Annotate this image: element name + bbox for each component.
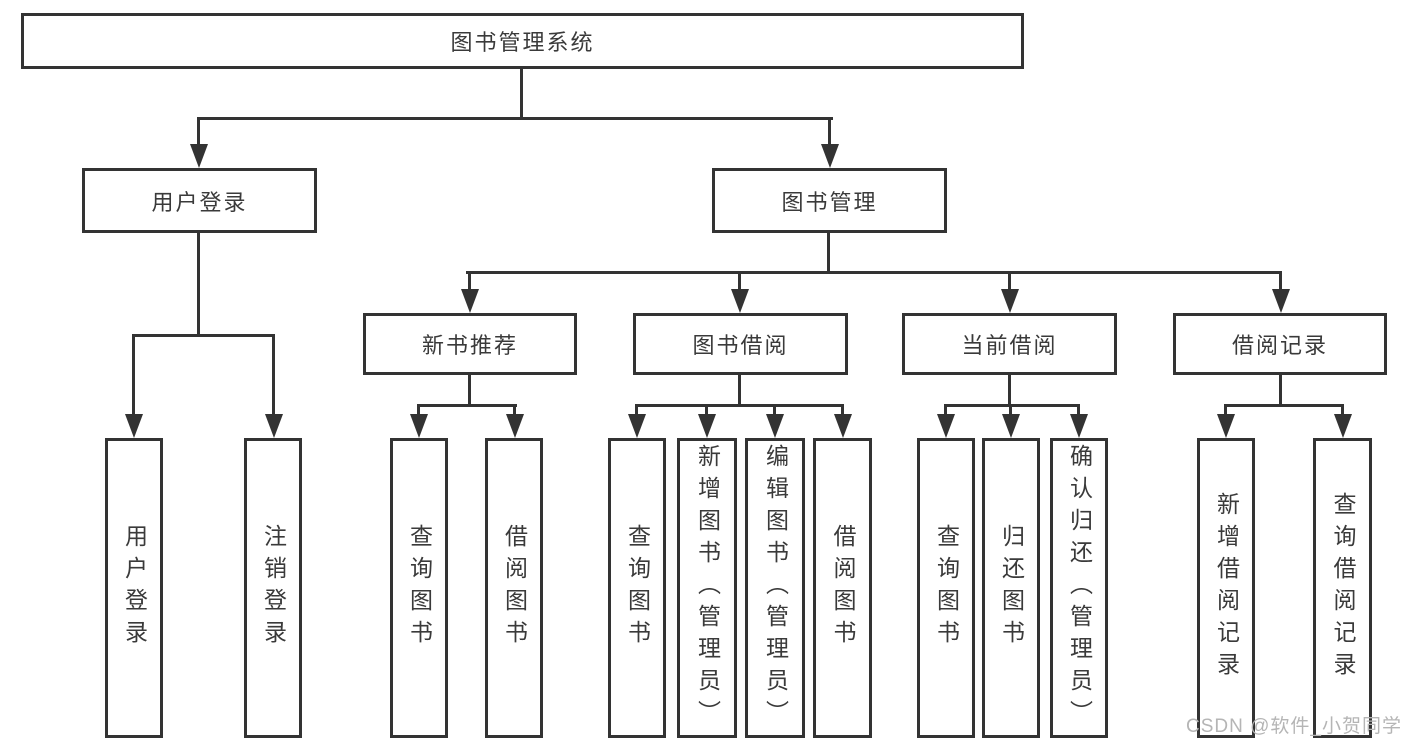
leaf-logout-label: 注销登录 — [260, 524, 287, 652]
connector-drop-leaf — [773, 404, 776, 416]
connector-drop-logout-leaf — [272, 334, 275, 416]
connector-drop-leaf — [513, 404, 516, 416]
connector-drop-leaf — [841, 404, 844, 416]
leaf-current-query-label: 查询图书 — [933, 524, 960, 652]
leaf-newbook-query: 查询图书 — [390, 438, 448, 738]
node-book-borrow-label: 图书借阅 — [692, 333, 789, 358]
arrow-down-icon — [1272, 289, 1290, 313]
connector-drop-user-login — [197, 117, 200, 147]
connector-drop-leaf — [417, 404, 420, 416]
connector-drop-leaf — [635, 404, 638, 416]
connector-current-borrow-stem — [1008, 375, 1011, 407]
arrow-down-icon — [461, 289, 479, 313]
arrow-down-icon — [731, 289, 749, 313]
connector-current-borrow-bus — [944, 404, 1080, 407]
node-user-login: 用户登录 — [82, 168, 317, 233]
leaf-newbook-borrow: 借阅图书 — [485, 438, 543, 738]
node-root-label: 图书管理系统 — [450, 30, 595, 55]
connector-drop-leaf — [944, 404, 947, 416]
leaf-newbook-query-label: 查询图书 — [406, 524, 433, 652]
leaf-record-add: 新增借阅记录 — [1197, 438, 1255, 738]
leaf-borrow-query-label: 查询图书 — [624, 524, 651, 652]
connector-drop-leaf — [1341, 404, 1344, 416]
connector-drop-login-leaf — [132, 334, 135, 416]
node-new-book-label: 新书推荐 — [421, 333, 518, 358]
arrow-down-icon — [834, 414, 852, 438]
connector-drop-book-mgmt — [828, 117, 831, 147]
leaf-borrow-edit-admin: 编辑图书（管理员） — [745, 438, 805, 738]
arrow-down-icon — [410, 414, 428, 438]
leaf-current-confirm-admin-label: 确认归还（管理员） — [1066, 444, 1093, 732]
connector-new-book-stem — [468, 375, 471, 407]
node-user-login-label: 用户登录 — [151, 189, 248, 215]
connector-book-mgmt-bus — [466, 271, 1282, 274]
node-borrow-record: 借阅记录 — [1173, 313, 1387, 375]
leaf-user-login-label: 用户登录 — [121, 524, 148, 652]
leaf-borrow-book-label: 借阅图书 — [830, 524, 856, 652]
arrow-down-icon — [821, 144, 839, 168]
arrow-down-icon — [125, 414, 143, 438]
arrow-down-icon — [190, 144, 208, 168]
arrow-down-icon — [1002, 414, 1020, 438]
node-new-book: 新书推荐 — [363, 313, 577, 375]
connector-drop-current-borrow — [1008, 271, 1011, 291]
leaf-current-return: 归还图书 — [982, 438, 1040, 738]
node-current-borrow: 当前借阅 — [902, 313, 1117, 375]
connector-drop-leaf — [705, 404, 708, 416]
leaf-borrow-query: 查询图书 — [608, 438, 666, 738]
leaf-record-query: 查询借阅记录 — [1313, 438, 1372, 738]
leaf-user-login: 用户登录 — [105, 438, 163, 738]
connector-drop-leaf — [1077, 404, 1080, 416]
node-book-mgmt-label: 图书管理 — [781, 189, 878, 215]
connector-root-stem — [520, 69, 523, 118]
leaf-borrow-book: 借阅图书 — [813, 438, 872, 738]
leaf-borrow-add-admin-label: 新增图书（管理员） — [694, 444, 721, 732]
arrow-down-icon — [265, 414, 283, 438]
node-borrow-record-label: 借阅记录 — [1231, 333, 1328, 358]
connector-borrow-record-bus — [1224, 404, 1344, 407]
connector-new-book-bus — [417, 404, 517, 407]
node-book-borrow: 图书借阅 — [633, 313, 848, 375]
connector-root-bus — [197, 117, 833, 120]
node-book-mgmt: 图书管理 — [712, 168, 947, 233]
connector-drop-borrow-record — [1279, 271, 1282, 291]
arrow-down-icon — [1217, 414, 1235, 438]
watermark-text: CSDN @软件_小贺同学 — [1186, 716, 1402, 737]
leaf-borrow-edit-admin-label: 编辑图书（管理员） — [762, 444, 789, 732]
arrow-down-icon — [506, 414, 524, 438]
arrow-down-icon — [698, 414, 716, 438]
arrow-down-icon — [1334, 414, 1352, 438]
arrow-down-icon — [937, 414, 955, 438]
arrow-down-icon — [1070, 414, 1088, 438]
connector-drop-leaf — [1009, 404, 1012, 416]
arrow-down-icon — [766, 414, 784, 438]
connector-drop-new-book — [468, 271, 471, 291]
node-current-borrow-label: 当前借阅 — [961, 333, 1058, 358]
leaf-borrow-add-admin: 新增图书（管理员） — [677, 438, 737, 738]
connector-user-login-stem — [197, 233, 200, 337]
leaf-logout: 注销登录 — [244, 438, 302, 738]
arrow-down-icon — [628, 414, 646, 438]
connector-book-borrow-stem — [738, 375, 741, 407]
leaf-record-query-label: 查询借阅记录 — [1330, 492, 1356, 684]
leaf-current-query: 查询图书 — [917, 438, 975, 738]
connector-drop-leaf — [1224, 404, 1227, 416]
connector-user-login-bus — [132, 334, 275, 337]
leaf-record-add-label: 新增借阅记录 — [1213, 492, 1240, 684]
leaf-current-return-label: 归还图书 — [998, 524, 1025, 652]
node-root: 图书管理系统 — [21, 13, 1024, 69]
connector-book-mgmt-stem — [827, 233, 830, 274]
connector-drop-book-borrow — [738, 271, 741, 291]
leaf-newbook-borrow-label: 借阅图书 — [501, 524, 528, 652]
connector-borrow-record-stem — [1279, 375, 1282, 407]
leaf-current-confirm-admin: 确认归还（管理员） — [1050, 438, 1108, 738]
connector-book-borrow-bus — [635, 404, 844, 407]
arrow-down-icon — [1001, 289, 1019, 313]
